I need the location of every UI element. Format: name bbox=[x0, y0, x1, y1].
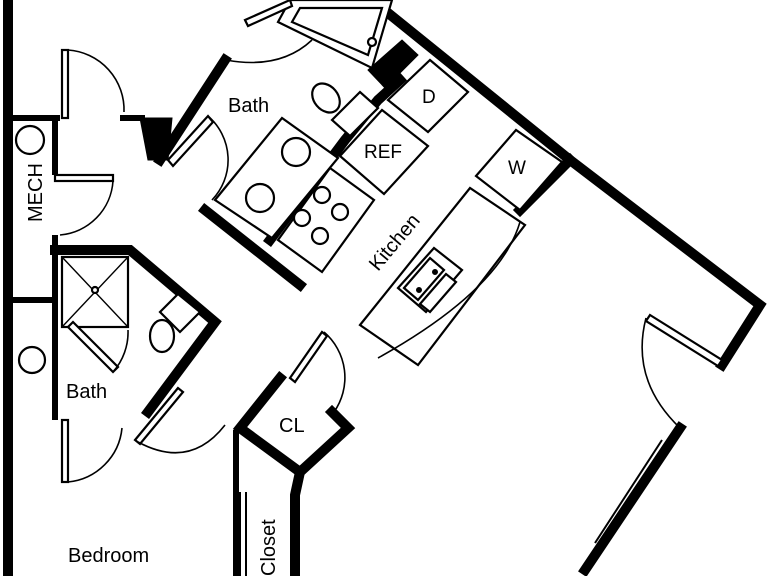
toilet-tank-upper bbox=[330, 90, 380, 138]
burner-1 bbox=[292, 208, 312, 228]
door-bedroom-arc bbox=[137, 424, 226, 454]
wall-pier-top bbox=[367, 39, 419, 89]
doors bbox=[53, 0, 724, 576]
refrigerator bbox=[338, 108, 430, 196]
wall-lower-bath bbox=[50, 245, 222, 419]
burner-3 bbox=[310, 226, 330, 246]
label-mech: MECH bbox=[25, 163, 47, 222]
door-entry-leaf bbox=[644, 313, 724, 368]
door-lower-bath-arc bbox=[67, 427, 123, 483]
door-cl-arc bbox=[323, 331, 346, 413]
label-cl: CL bbox=[279, 415, 305, 437]
sink-upper-left bbox=[244, 182, 276, 214]
door-bathtub-leaf bbox=[243, 0, 294, 28]
kitchen-sink-drain-1 bbox=[416, 287, 422, 293]
label-washer: W bbox=[508, 158, 526, 179]
upper-bath-fixtures bbox=[213, 0, 394, 240]
door-bathtub-arc bbox=[225, 39, 313, 64]
bathtub-drain bbox=[366, 36, 378, 48]
door-lower-bath-leaf bbox=[60, 418, 70, 484]
kitchen-sink-basin-right bbox=[418, 272, 458, 314]
door-hall-top-leaf bbox=[60, 48, 70, 120]
door-bedroom-leaf bbox=[133, 386, 185, 446]
island-overhang-arc bbox=[377, 221, 521, 359]
label-refrigerator: REF bbox=[364, 142, 402, 163]
door-upper-bath-leaf bbox=[166, 114, 215, 168]
toilet-bowl-lower bbox=[148, 318, 176, 354]
wall-upper-bath-left bbox=[153, 53, 232, 167]
door-hall-top-arc bbox=[67, 49, 125, 113]
door-cl-leaf bbox=[288, 330, 329, 384]
label-bedroom: Bedroom bbox=[68, 545, 149, 567]
label-bath-lower: Bath bbox=[66, 381, 107, 403]
burner-2 bbox=[312, 185, 332, 205]
wall-kitchen-bottom-left bbox=[197, 202, 308, 293]
wall-pier-upper-bath bbox=[139, 117, 173, 161]
door-shower-arc bbox=[112, 329, 129, 373]
door-upper-bath-arc bbox=[207, 115, 229, 201]
toilet-tank-lower bbox=[158, 292, 202, 334]
window-line-inner bbox=[600, 443, 669, 548]
bathtub-basin bbox=[290, 6, 384, 57]
stove bbox=[276, 166, 376, 274]
wall-upper-right-diagonal bbox=[364, 0, 767, 372]
kitchen-fixtures bbox=[276, 58, 564, 367]
toilet-bowl-upper bbox=[311, 82, 341, 114]
kitchen-sink-basin-left bbox=[402, 256, 446, 302]
window-line-outer bbox=[594, 439, 663, 544]
door-mech-arc bbox=[59, 180, 114, 236]
water-heater bbox=[14, 124, 46, 156]
label-dishwasher: D bbox=[422, 87, 436, 108]
washer bbox=[474, 128, 564, 212]
dishwasher bbox=[386, 58, 470, 134]
lower-bath-fixtures bbox=[14, 124, 202, 375]
door-mech-leaf bbox=[53, 173, 115, 183]
door-entry-arc bbox=[641, 317, 681, 429]
shower-drain bbox=[90, 285, 100, 295]
label-closet: Closet bbox=[258, 519, 280, 576]
vanity-sink-lower bbox=[17, 345, 47, 375]
burner-4 bbox=[330, 202, 350, 222]
door-shower-leaf bbox=[66, 320, 120, 374]
wall-closet-right bbox=[290, 466, 306, 576]
label-bath-upper: Bath bbox=[228, 95, 269, 117]
kitchen-sink-drain-2 bbox=[432, 269, 438, 275]
window bbox=[594, 439, 669, 548]
sink-upper-right bbox=[280, 136, 312, 168]
